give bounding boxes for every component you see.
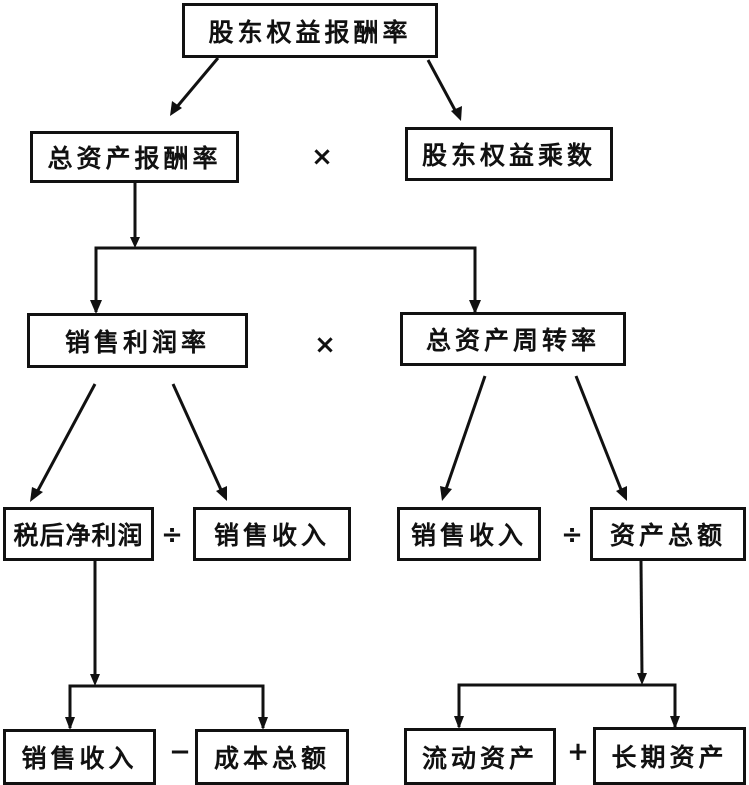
operator-plus: + <box>567 737 589 767</box>
edge-asset-turnover-to-sales-revenue <box>440 375 487 501</box>
operator-divide: ÷ <box>561 520 583 550</box>
node-root: 股东权益报酬率 <box>182 3 438 58</box>
arrowhead-icon <box>670 716 680 729</box>
operator-multiply: × <box>311 142 333 172</box>
arrowhead-icon <box>440 486 452 501</box>
node-asset-turnover: 总资产周转率 <box>400 312 626 366</box>
arrowhead-icon <box>258 717 268 730</box>
arrowhead-icon <box>469 300 481 314</box>
edge-root-to-equity-multiplier <box>426 59 462 121</box>
arrowhead-icon <box>454 716 464 729</box>
arrowhead-icon <box>90 674 100 686</box>
operator-minus: − <box>169 737 191 767</box>
edge-total-assets-split <box>454 560 680 729</box>
node-sales-revenue: 销售收入 <box>3 729 156 785</box>
arrowhead-icon <box>170 101 182 116</box>
node-total-cost: 成本总额 <box>195 729 349 785</box>
node-sales-margin: 销售利润率 <box>27 313 248 368</box>
node-net-profit-after-tax: 税后净利润 <box>3 507 154 561</box>
arrowhead-icon <box>90 300 102 314</box>
edge-sales-margin-to-net-profit <box>30 383 97 502</box>
node-sales-revenue: 销售收入 <box>397 507 541 561</box>
edge-total-asset-return-split <box>90 183 481 314</box>
operator-divide: ÷ <box>161 520 183 550</box>
node-long-term-assets: 长期资产 <box>593 727 746 785</box>
operator-multiply: × <box>314 330 336 360</box>
arrowhead-icon <box>216 486 227 501</box>
node-total-asset-return: 总资产报酬率 <box>30 131 239 183</box>
arrowhead-icon <box>130 237 140 248</box>
edge-sales-margin-to-sales-revenue <box>171 383 227 501</box>
arrowhead-icon <box>637 673 647 685</box>
node-current-assets: 流动资产 <box>404 728 556 785</box>
arrowhead-icon <box>30 487 43 502</box>
arrowhead-icon <box>65 717 75 730</box>
edge-root-to-total-asset-return <box>170 57 220 116</box>
edge-asset-turnover-to-total-assets <box>574 375 627 501</box>
arrowhead-icon <box>616 486 627 501</box>
node-total-assets: 资产总额 <box>590 507 746 561</box>
edge-net-profit-split <box>65 561 268 730</box>
node-equity-multiplier: 股东权益乘数 <box>405 127 613 181</box>
arrowhead-icon <box>451 106 462 121</box>
node-sales-revenue: 销售收入 <box>193 507 351 561</box>
